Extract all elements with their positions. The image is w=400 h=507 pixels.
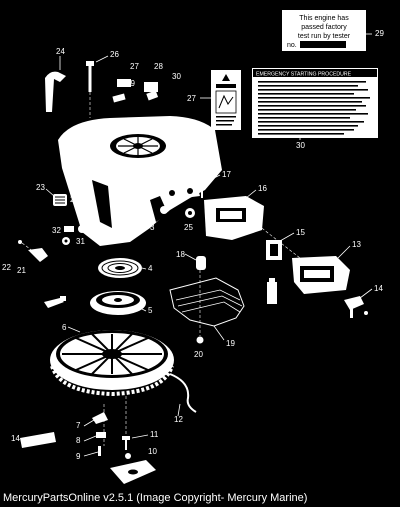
label-30-decal: 30: [296, 141, 305, 150]
screw-11: [122, 436, 130, 450]
cam-16: [204, 196, 264, 240]
test-label-line2: passed factory: [301, 24, 347, 31]
label-27-decal: 27: [187, 94, 196, 103]
label-8: 8: [76, 436, 81, 445]
label-26-top: 26: [110, 50, 119, 59]
washer-20: [196, 336, 204, 344]
label-29-right: 29: [375, 29, 384, 38]
label-28: 28: [154, 62, 163, 71]
bolt-17: [199, 180, 205, 198]
lockout-lever: [160, 182, 200, 200]
label-24: 24: [56, 47, 65, 56]
link-21: [18, 240, 48, 262]
decal-title: EMERGENCY STARTING PROCEDURE: [256, 72, 352, 78]
grease-bottle: [267, 278, 277, 304]
screw-9: [98, 446, 101, 456]
small-decals: [112, 79, 159, 103]
nut-31: [62, 237, 70, 245]
label-1: 1: [180, 121, 185, 130]
label-11: 11: [150, 430, 159, 439]
screw-26-top: [86, 61, 94, 92]
label-31: 31: [76, 237, 85, 246]
label-15: 15: [296, 228, 305, 237]
retainer-8: [96, 432, 106, 438]
label-14-left: 14: [11, 434, 20, 443]
washer-3: [160, 206, 168, 214]
test-run-label: This engine has passed factory test run …: [282, 10, 372, 51]
label-3: 3: [150, 223, 155, 232]
test-label-line1: This engine has: [299, 15, 349, 22]
label-18: 18: [176, 250, 185, 259]
mount-bracket-19: [169, 277, 245, 327]
footer-bar: MercuryPartsOnline v2.5.1 (Image Copyrig…: [0, 490, 400, 507]
rewind-spring-4: [98, 258, 142, 278]
drive-plate: [110, 460, 156, 484]
starting-procedure-decal: EMERGENCY STARTING PROCEDURE: [252, 68, 378, 138]
spring-23: [53, 194, 67, 206]
starter-housing-1: [58, 116, 222, 246]
test-label-line4: no.: [287, 42, 297, 49]
starter-handle-24: [45, 71, 66, 112]
test-label-line3: test run by tester: [298, 33, 351, 40]
label-17: 17: [222, 170, 231, 179]
parts-diagram: This engine has passed factory test run …: [2, 10, 385, 484]
label-12: 12: [174, 415, 183, 424]
label-26-left: 26: [70, 195, 79, 204]
label-13: 13: [352, 240, 361, 249]
washer-10: [125, 453, 131, 459]
label-9: 9: [76, 452, 81, 461]
label-23: 23: [36, 183, 45, 192]
bracket-15: [266, 240, 282, 260]
anchor-14: [344, 296, 368, 318]
bushing-18: [196, 256, 206, 270]
label-14-right: 14: [374, 284, 383, 293]
label-4: 4: [148, 264, 153, 273]
label-19: 19: [226, 339, 235, 348]
rope-handle-13: [292, 256, 350, 294]
starter-rope-12: [169, 373, 197, 413]
label-6: 6: [62, 323, 67, 332]
label-30-small: 30: [172, 72, 181, 81]
label-25: 25: [184, 223, 193, 232]
label-27-small: 27: [130, 62, 139, 71]
label-29-small: 29: [126, 79, 135, 88]
label-20: 20: [194, 350, 203, 359]
pawl-14: [20, 432, 56, 448]
spring-cup-5: [90, 291, 146, 315]
label-5: 5: [148, 306, 153, 315]
rope-pulley: [50, 330, 174, 397]
label-10: 10: [148, 447, 157, 456]
warning-decal-27: [211, 70, 241, 130]
copyright-footer: MercuryPartsOnline v2.5.1 (Image Copyrig…: [3, 492, 308, 504]
label-16: 16: [258, 184, 267, 193]
label-21: 21: [17, 266, 26, 275]
pin-32: [64, 225, 86, 233]
lubricant-tube-6: [44, 296, 66, 308]
label-32: 32: [52, 226, 61, 235]
label-7: 7: [76, 421, 81, 430]
label-22: 22: [2, 263, 11, 272]
washer-25: [185, 208, 195, 218]
